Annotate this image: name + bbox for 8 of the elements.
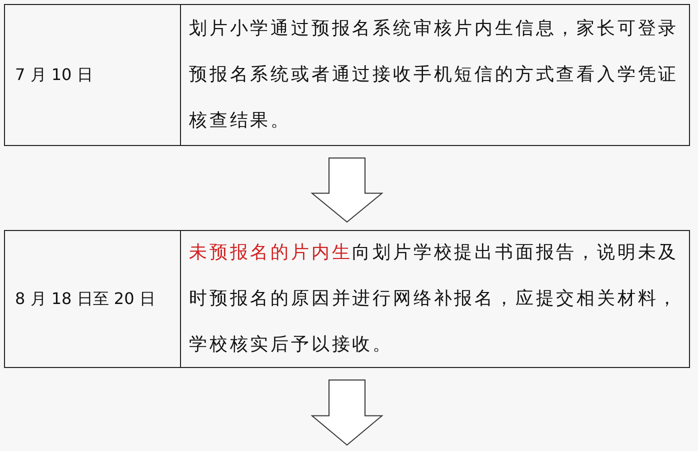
table-row	[4, 230, 690, 368]
description-text: 划片小学通过预报名系统审核片内生信息，家长可登录预报名系统或者通过接收手机短信的方式查看入学凭证核查结果。	[189, 17, 680, 133]
table-row	[4, 4, 690, 146]
down-arrow	[310, 380, 384, 446]
down-arrow	[310, 158, 384, 223]
date-text: 8 月 18 日至 20 日	[15, 288, 156, 310]
description-text: 未预报名的片内生向划片学校提出书面报告，说明未及时预报名的原因并进行网络补报名，应提交相关材料，学校核实后予以接收。	[189, 241, 680, 357]
date-text: 7 月 10 日	[15, 64, 93, 86]
